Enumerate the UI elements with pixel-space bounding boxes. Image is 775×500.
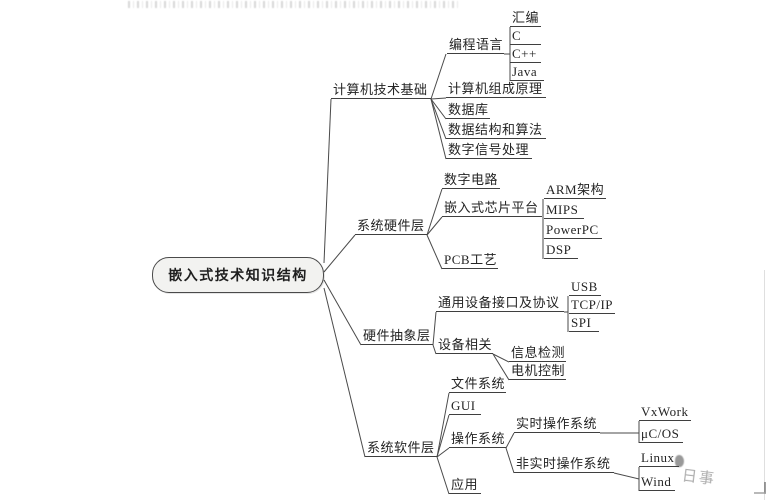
node-mips: MIPS [544, 202, 584, 219]
node-rtos: 实时操作系统 [514, 416, 600, 433]
node-dsp-chip: DSP [544, 242, 578, 259]
node-java-language: Java [510, 64, 544, 81]
node-pcb-process: PCB工艺 [442, 252, 498, 269]
node-hardware-layer: 系统硬件层 [355, 218, 427, 235]
scan-edge-right [764, 270, 765, 500]
node-vxwork: VxWork [639, 404, 691, 421]
node-device-interfaces-protocols: 通用设备接口及协议 [436, 295, 564, 312]
node-usb: USB [569, 279, 601, 296]
node-database: 数据库 [446, 102, 490, 119]
node-assembly: 汇编 [510, 10, 541, 27]
node-device-related: 设备相关 [436, 337, 493, 354]
node-ucos: μC/OS [639, 426, 683, 443]
node-computer-organization: 计算机组成原理 [446, 81, 546, 98]
connectors-computer-basics [430, 27, 511, 160]
node-operating-system: 操作系统 [449, 431, 506, 448]
node-powerpc: PowerPC [544, 222, 602, 239]
connectors-software-layer [436, 392, 640, 495]
node-digital-signal-processing: 数字信号处理 [446, 142, 532, 159]
scan-noise-top [128, 1, 460, 8]
node-file-system: 文件系统 [449, 376, 506, 393]
node-gui: GUI [449, 398, 481, 415]
ink-smudge [675, 455, 684, 467]
node-tcpip: TCP/IP [569, 297, 615, 314]
node-motor-control: 电机控制 [509, 363, 566, 380]
watermark: 日事 [680, 467, 717, 489]
root-node: 嵌入式技术知识结构 [152, 257, 324, 293]
node-cpp-language: C++ [510, 46, 541, 63]
connectors-hal-layer [432, 296, 569, 381]
page-corner-mark [754, 482, 766, 494]
node-arm-architecture: ARM架构 [544, 182, 606, 199]
node-info-detection: 信息检测 [509, 345, 566, 362]
node-hal-layer: 硬件抽象层 [361, 328, 433, 345]
node-software-layer: 系统软件层 [365, 440, 437, 457]
connectors-hardware-layer [426, 188, 544, 270]
node-windows: Wind [639, 474, 675, 491]
node-non-rtos: 非实时操作系统 [514, 456, 614, 473]
node-programming-languages: 编程语言 [447, 37, 504, 54]
node-linux: Linux [639, 450, 679, 467]
node-c-language: C [510, 28, 541, 45]
node-spi: SPI [569, 315, 599, 332]
node-data-structures-algorithms: 数据结构和算法 [446, 122, 546, 139]
node-embedded-chip-platform: 嵌入式芯片平台 [442, 200, 542, 217]
connectors-root [323, 98, 366, 458]
node-digital-circuits: 数字电路 [442, 172, 500, 189]
node-computer-basics: 计算机技术基础 [331, 82, 431, 99]
node-application: 应用 [449, 477, 481, 494]
